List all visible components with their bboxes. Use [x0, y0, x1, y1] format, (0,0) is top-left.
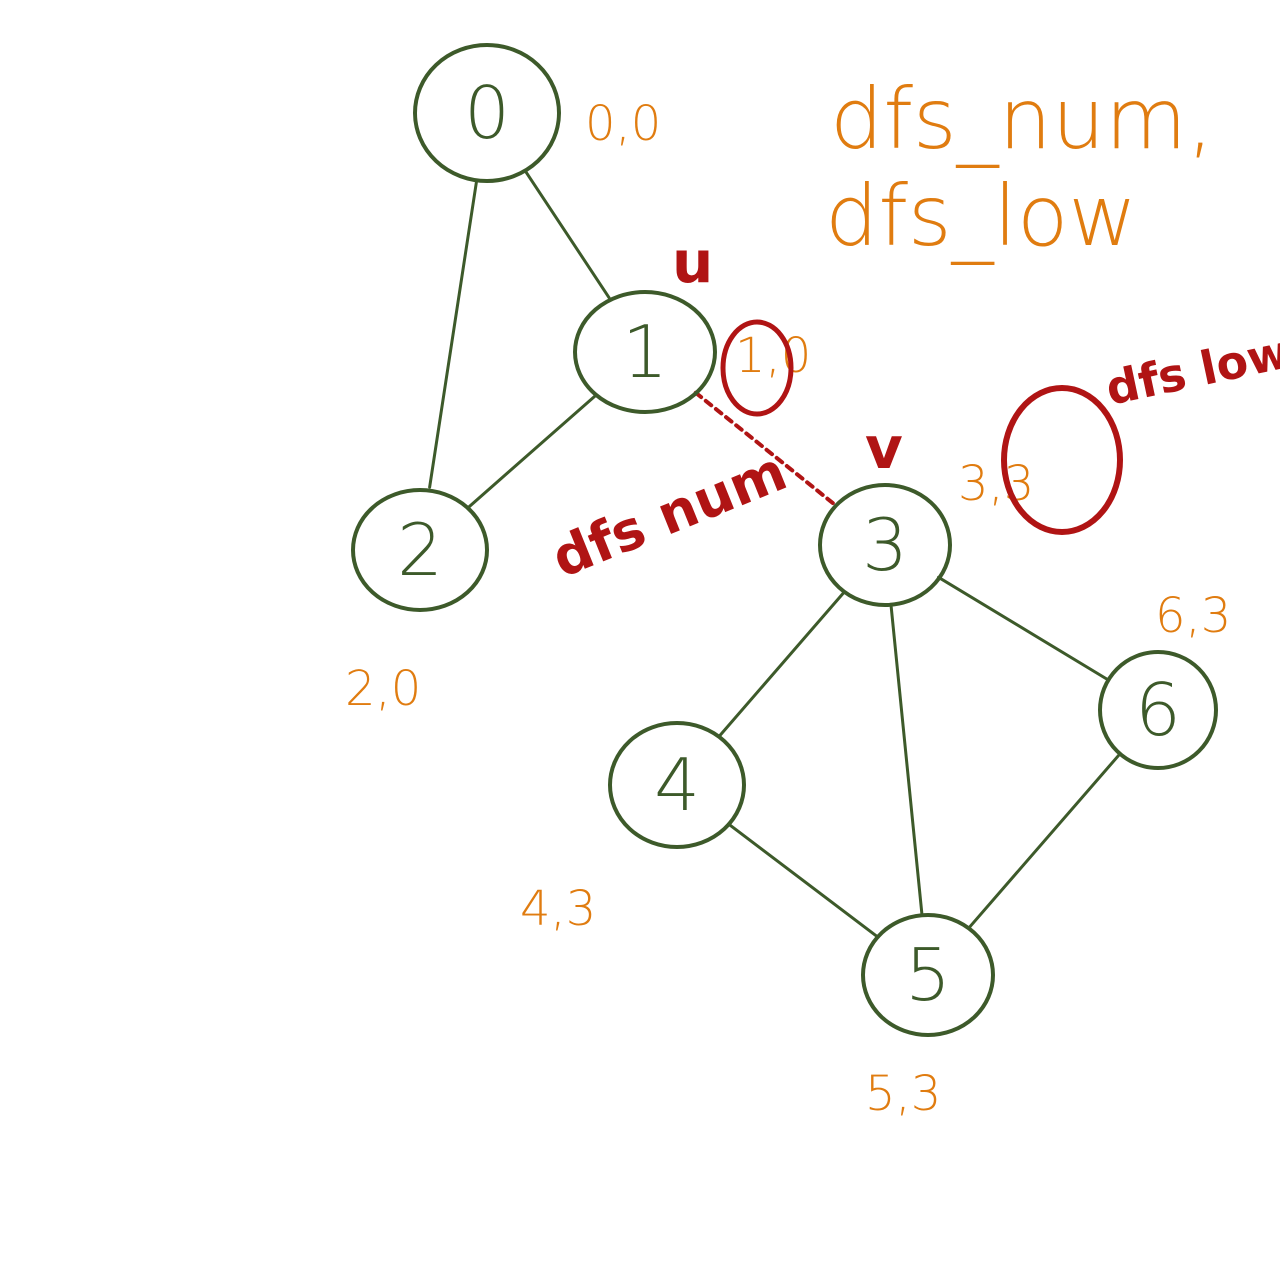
edge-1-2: [466, 393, 598, 510]
annotation-dfs-num: dfs num: [543, 439, 795, 590]
annotation-u: u: [672, 228, 713, 296]
node-6: 6: [1098, 650, 1218, 770]
edge-3-5: [889, 605, 924, 915]
node-circle-1: [573, 290, 717, 414]
node-label-4: 4: [654, 743, 700, 827]
node-label-5: 5: [905, 933, 951, 1017]
node-circle-5: [861, 913, 995, 1037]
edge-3-4: [717, 590, 846, 738]
node-circle-4: [608, 721, 746, 849]
nodes-layer: 0 1 2 3 4 5 6: [351, 43, 1218, 1037]
annotation-v: v: [865, 414, 903, 482]
node-1: 1: [573, 290, 717, 414]
legend: dfs_num, dfs_low: [825, 70, 1214, 265]
edge-5-6: [967, 752, 1122, 930]
pair-label-1: 1,0: [735, 328, 811, 384]
edge-4-5: [726, 822, 880, 939]
pair-label-6: 6,3: [1155, 588, 1231, 644]
node-label-1: 1: [622, 310, 668, 394]
edge-0-2: [428, 180, 478, 489]
node-3: 3: [818, 483, 952, 607]
node-2: 2: [351, 488, 489, 612]
edge-1-3: [693, 390, 839, 508]
node-circle-6: [1098, 650, 1218, 770]
pair-label-3: 3,3: [958, 456, 1034, 512]
highlight-circle-dfs-num: [720, 319, 794, 417]
node-label-2: 2: [397, 508, 443, 592]
pair-label-0: 0,0: [585, 96, 661, 152]
edges-layer: [428, 169, 1122, 939]
annotations-layer: u v dfs num dfs low: [543, 228, 1280, 590]
pair-label-4: 4,3: [520, 881, 596, 937]
pair-label-5: 5,3: [865, 1066, 941, 1122]
node-circle-3: [818, 483, 952, 607]
node-label-0: 0: [464, 71, 510, 155]
legend-line-1: dfs_num,: [830, 70, 1214, 168]
node-circle-2: [351, 488, 489, 612]
edge-0-1: [524, 169, 611, 300]
node-circle-0: [413, 43, 561, 183]
pair-label-2: 2,0: [345, 661, 421, 717]
node-label-6: 6: [1135, 668, 1181, 752]
highlight-circle-dfs-low: [1001, 385, 1123, 535]
node-label-3: 3: [862, 503, 908, 587]
node-4: 4: [608, 721, 746, 849]
node-5: 5: [861, 913, 995, 1037]
legend-line-2: dfs_low: [825, 167, 1137, 265]
pair-labels-layer: 0,0 1,0 2,0 3,3 4,3 5,3 6,3: [345, 96, 1231, 1122]
edge-3-6: [936, 575, 1110, 682]
node-0: 0: [413, 43, 561, 183]
annotation-dfs-low: dfs low: [1101, 324, 1280, 416]
